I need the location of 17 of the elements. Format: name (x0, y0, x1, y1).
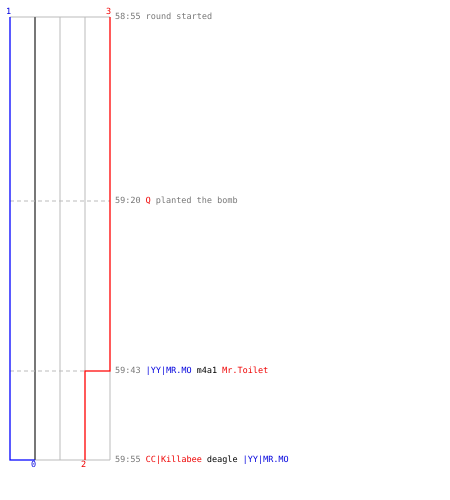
timestamp: 58:55 (115, 12, 141, 22)
player-name: |YY|MR.MO (242, 455, 289, 465)
player-count: 3 (106, 7, 112, 17)
player-name: |YY|MR.MO (146, 366, 192, 376)
event-text: planted the bomb (156, 196, 238, 206)
player-count: 1 (6, 7, 12, 17)
timestamp: 59:43 (115, 366, 141, 376)
timestamp: 59:55 (115, 455, 141, 465)
event-text: round started (146, 12, 212, 22)
weapon-name: deagle (206, 455, 238, 465)
player-count: 2 (81, 460, 86, 470)
player-name: Mr.Toilet (222, 366, 268, 376)
player-name: CC|Killabee (146, 455, 202, 465)
player-count: 0 (31, 460, 36, 470)
timestamp: 59:20 (115, 196, 141, 206)
weapon-name: m4a1 (196, 366, 218, 376)
player-name: Q (146, 196, 151, 206)
